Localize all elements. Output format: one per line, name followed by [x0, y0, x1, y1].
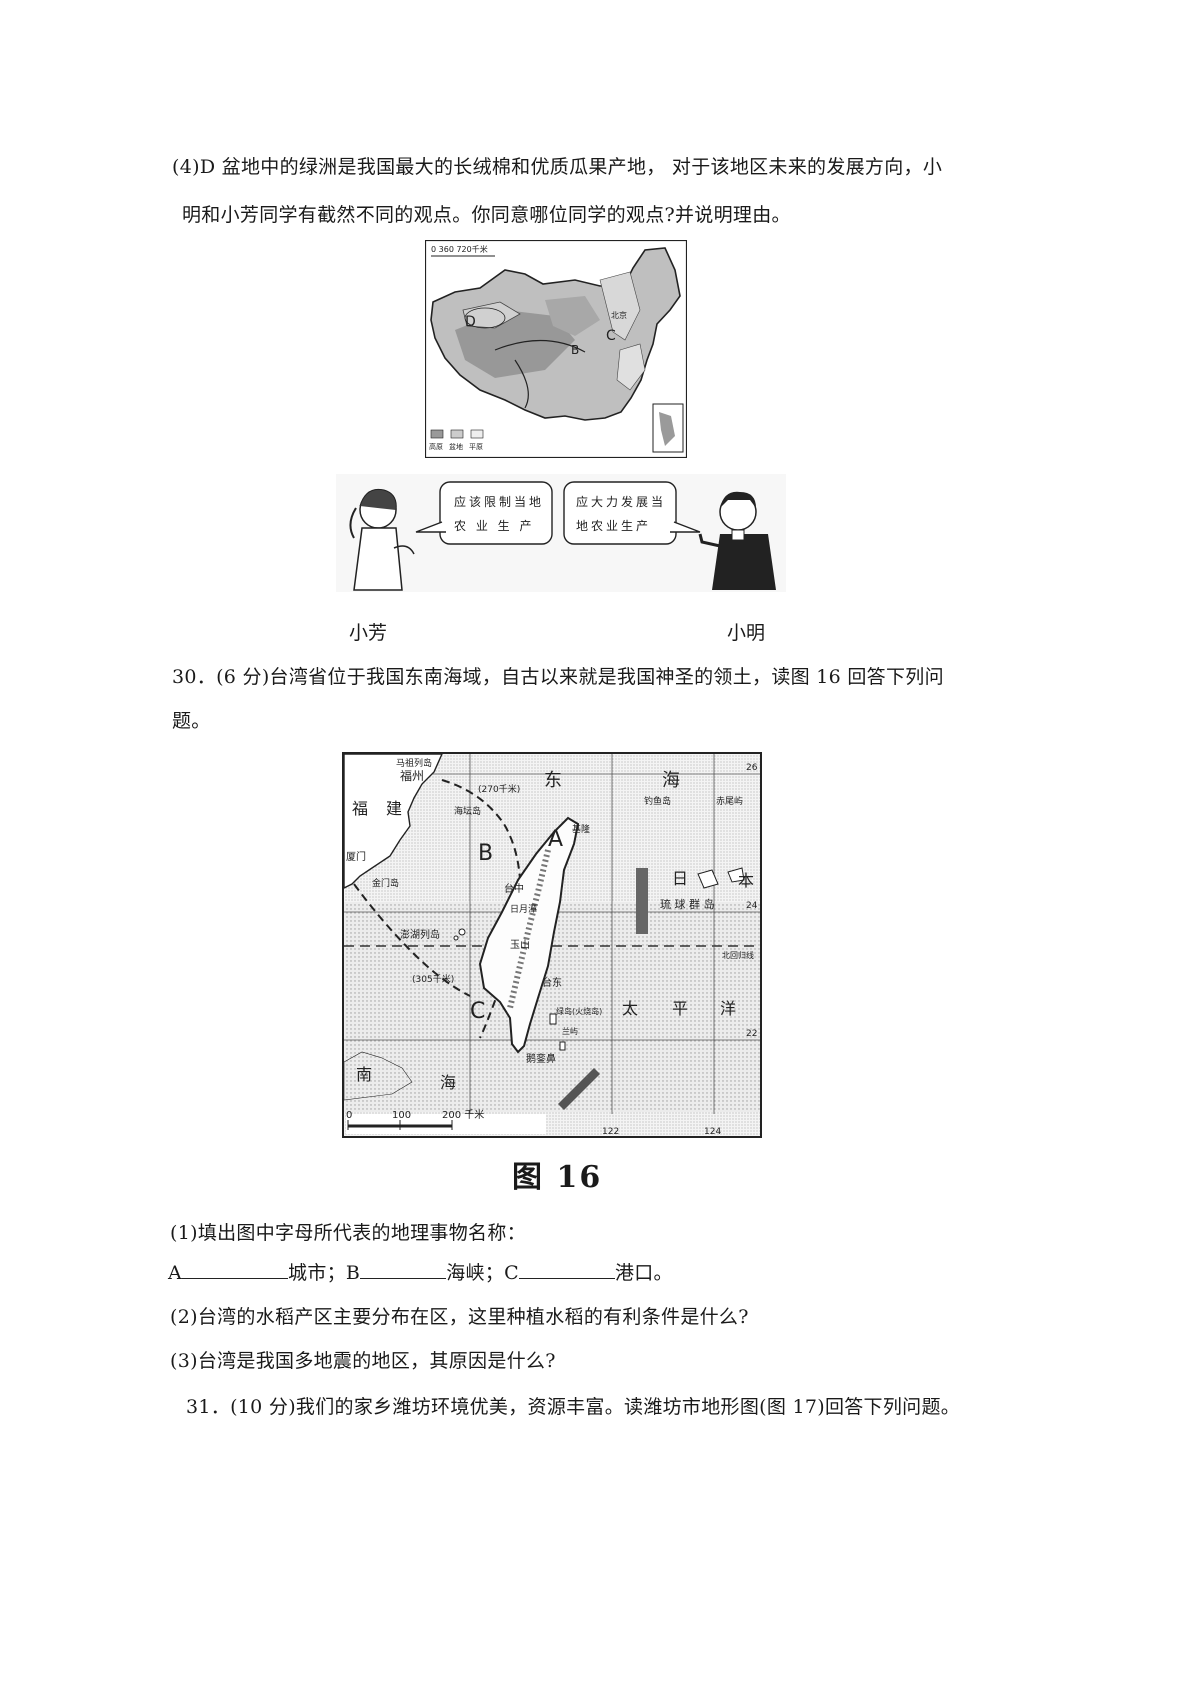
answer-blank-a[interactable]	[182, 1260, 289, 1279]
chiwei-label: 赤尾屿	[716, 796, 743, 807]
q30-sub1: (1)填出图中字母所代表的地理事物名称：	[170, 1222, 526, 1244]
q30-line2: 题。	[172, 710, 211, 732]
scale-0: 0	[346, 1110, 352, 1121]
lat-22: 22	[746, 1029, 757, 1039]
girl-figure	[349, 488, 415, 591]
taiwan-map: A B C 东 海 福 建 福州 厦门 金门岛 海坛岛 马祖列岛 澎湖列岛 台中…	[342, 752, 762, 1138]
china-terrain-map: 0 360 720千米 D B C 北京 高原 盆地 平原	[425, 240, 687, 458]
q30-sub2: (2)台湾的水稻产区主要分布在区，这里种植水稻的有利条件是什么?	[170, 1306, 749, 1328]
q29-part4-line1: (4)D 盆地中的绿洲是我国最大的长绒棉和优质瓜果产地， 对于该地区未来的发展方…	[172, 156, 943, 178]
lat-24: 24	[746, 901, 758, 911]
china-map-label-c: C	[606, 328, 616, 344]
legend-plateau: 高原	[429, 442, 443, 451]
q30-sub1-blanks: A 城市；B 海峡；C 港口。	[168, 1258, 673, 1285]
students-cartoon: 应该限制当地 农 业 生 产 应大力发展当 地农业生产	[336, 474, 786, 592]
taizhong-label: 台中	[504, 882, 524, 895]
pacific-char3: 洋	[720, 999, 736, 1018]
east-sea-char2: 海	[662, 770, 680, 791]
taiwan-label-b: B	[478, 841, 493, 866]
girl-bubble-line1: 应该限制当地	[454, 494, 544, 509]
lanyu-label: 兰屿	[562, 1026, 578, 1036]
q29-part4-line2: 明和小芳同学有截然不同的观点。你同意哪位同学的观点?并说明理由。	[182, 204, 791, 226]
blank-b-suffix: 海峡；C	[446, 1262, 519, 1284]
xiamen-label: 厦门	[346, 850, 366, 863]
q30-sub3: (3)台湾是我国多地震的地区，其原因是什么?	[170, 1350, 556, 1372]
diaoyu-label: 钓鱼岛	[644, 795, 671, 807]
japan-char2: 本	[738, 871, 754, 890]
blank-c-suffix: 港口。	[614, 1262, 673, 1284]
penghu-label: 澎湖列岛	[400, 928, 440, 941]
blank-a-suffix: 城市；B	[288, 1262, 361, 1284]
japan-char1: 日	[672, 869, 688, 888]
ryukyu-label: 琉 球 群 岛	[660, 897, 715, 911]
jinmen-label: 金门岛	[372, 877, 399, 889]
lon-122: 122	[602, 1127, 619, 1137]
answer-blank-b[interactable]	[360, 1260, 447, 1279]
china-map-label-beijing: 北京	[611, 310, 627, 320]
figure-16-caption: 图 16	[512, 1160, 603, 1195]
girl-bubble-line2: 农 业 生 产	[454, 519, 534, 533]
boy-name: 小明	[727, 622, 766, 644]
answer-blank-c[interactable]	[518, 1260, 615, 1279]
china-map-label-d: D	[465, 314, 476, 330]
legend-plain: 平原	[469, 443, 483, 451]
q31-line1: 31．(10 分)我们的家乡潍坊环境优美，资源丰富。读潍坊市地形图(图 17)回…	[186, 1396, 961, 1418]
pingtan-label: 海坛岛	[454, 805, 481, 817]
pacific-char2: 平	[672, 999, 688, 1018]
riyuetan-label: 日月潭	[510, 904, 537, 915]
eluanbi-label: 鹅銮鼻	[526, 1052, 556, 1065]
q30-line1: 30．(6 分)台湾省位于我国东南海域，自古以来就是我国神圣的领土，读图 16 …	[172, 666, 944, 688]
taiwan-label-c: C	[470, 999, 485, 1024]
boy-bubble-line2: 地农业生产	[576, 519, 651, 533]
boy-figure	[698, 491, 776, 590]
south-sea-char1: 南	[356, 1065, 372, 1084]
fujian-char1: 福	[352, 799, 368, 818]
strait-width-north: (270千米)	[478, 783, 520, 795]
legend-basin: 盆地	[449, 442, 463, 451]
lon-124: 124	[704, 1127, 721, 1137]
girl-name: 小芳	[349, 622, 388, 644]
boy-bubble-line1: 应大力发展当	[576, 494, 666, 509]
map-scale-text: 0 360 720千米	[431, 244, 488, 254]
blank-a-label: A	[168, 1262, 183, 1284]
scale-100: 100	[392, 1110, 411, 1121]
taidong-label: 台东	[542, 976, 562, 989]
scale-200: 200 千米	[442, 1108, 484, 1121]
jilong-label: 基隆	[572, 823, 590, 835]
pacific-char1: 太	[622, 999, 638, 1018]
tropic-label: 北回归线	[722, 950, 754, 960]
taiwan-label-a: A	[548, 827, 563, 852]
lvdao-label: 绿岛(火烧岛)	[556, 1006, 602, 1016]
east-sea-char1: 东	[544, 770, 562, 791]
south-sea-char2: 海	[440, 1073, 456, 1092]
strait-width-south: (305千米)	[412, 973, 454, 985]
lat-26: 26	[746, 763, 758, 773]
china-map-label-b: B	[571, 343, 579, 357]
matsu-label: 马祖列岛	[396, 757, 432, 769]
fuzhou-label: 福州	[400, 768, 424, 783]
yushan-label: 玉山	[510, 939, 530, 951]
fujian-char2: 建	[386, 799, 402, 818]
